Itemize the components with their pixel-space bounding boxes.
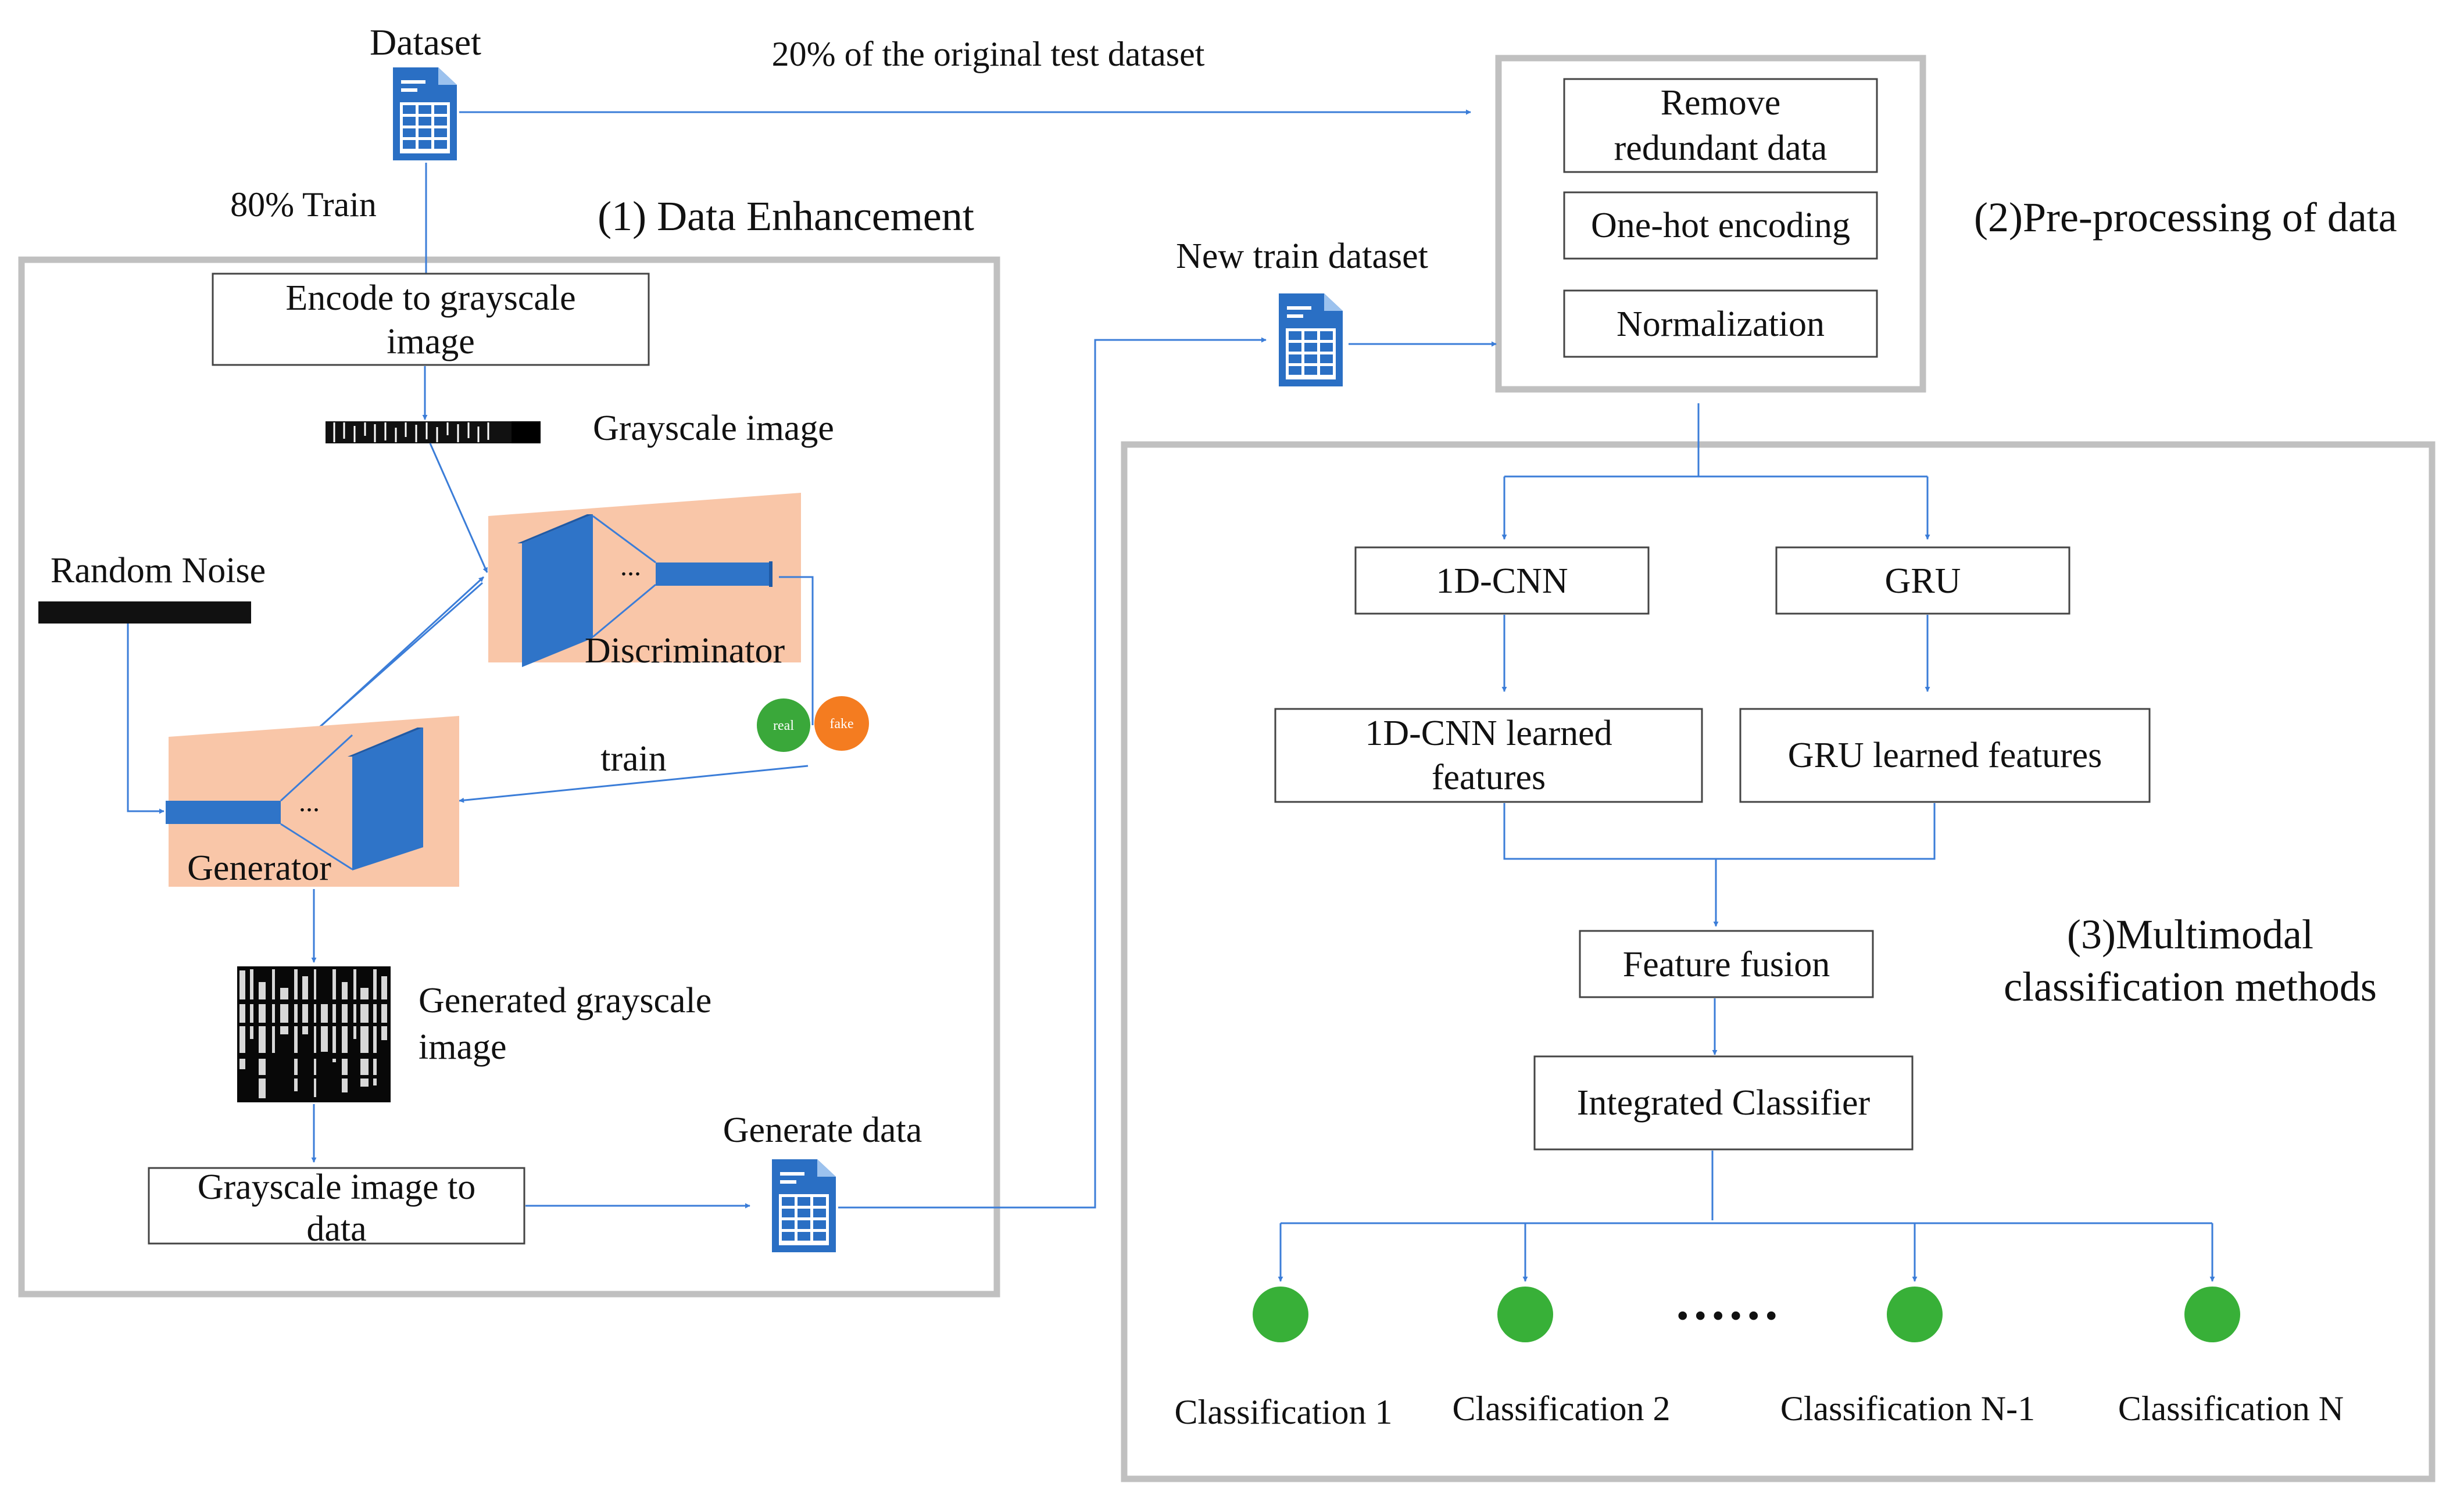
new-train-label: New train dataset [1176,237,1428,276]
class-node-1 [1253,1287,1308,1342]
preprocessing-frame [1495,55,1926,393]
gru-features-label: GRU learned features [1788,736,2102,775]
remove-redundant-box [1563,78,1878,173]
grayscale-to-data-label-line2: data [306,1209,366,1249]
train-split-label: 80% Train [230,185,377,224]
generator-layer-block [348,728,423,870]
data-enhancement-frame [18,256,1000,1298]
encode-box [212,273,650,366]
generated-label-line1: Generated grayscale [419,981,711,1020]
discriminator-to-generator-arrow [314,582,483,732]
gru-box [1775,546,2070,615]
classification-frame [1121,441,2436,1482]
discriminator-layer-block [517,514,593,667]
fake-node [814,696,869,751]
encode-label: Encode to grayscale [285,278,575,318]
class-node-n-1 [1887,1287,1943,1342]
class-node-2 [1497,1287,1553,1342]
discriminator-output-layer [656,562,771,586]
grayscale-image-label: Grayscale image [593,409,834,448]
new-train-table-icon [1279,293,1343,386]
train-feedback-arrow [459,765,809,803]
grayscale-strip-image [326,421,541,443]
gru-label: GRU [1885,561,1961,601]
noise-to-generator-arrow [127,624,164,814]
section1-title: (1) Data Enhancement [598,193,974,239]
generate-data-table-icon [772,1159,836,1252]
cnn-features-label: 1D-CNN learned [1365,714,1612,753]
normalization-box [1563,289,1878,358]
gray-to-discriminator-arrow [429,443,488,573]
cnn-label: 1D-CNN [1436,561,1568,601]
feature-fusion-box [1579,930,1874,998]
section3-title-line1: (3)Multimodal [2067,911,2313,958]
class-dots: ...... [1676,1273,1783,1331]
grayscale-to-data-label: Grayscale image to [198,1167,476,1207]
one-hot-label: One-hot encoding [1591,206,1850,245]
generator-label: Generator [187,848,331,888]
grayscale-to-data-box [148,1167,525,1245]
section3-title-line2: classification methods [2004,963,2377,1010]
generator-input-layer [166,801,281,824]
feature-fusion-label: Feature fusion [1623,945,1830,984]
normalization-label: Normalization [1617,304,1825,344]
random-noise-strip [38,601,251,624]
section2-title: (2)Pre-processing of data [1974,194,2397,241]
features-merge-line [1503,803,1936,860]
generated-label-line2: image [419,1027,507,1067]
fake-label: fake [829,716,853,732]
classification-label-n-1: Classification N-1 [1780,1389,2035,1428]
generate-data-label: Generate data [723,1110,922,1150]
class-node-n [2184,1287,2240,1342]
one-hot-box [1563,191,1878,260]
remove-label-line2: redundant data [1614,128,1828,168]
train-label: train [600,739,667,779]
dataset-table-icon [393,67,457,160]
integrated-classifier-label: Integrated Classifier [1577,1083,1871,1123]
cnn-box [1354,546,1650,615]
test-split-label: 20% of the original test dataset [772,35,1205,73]
generator-ellipsis: ... [299,787,320,818]
random-noise-label: Random Noise [51,551,266,590]
discriminator-label: Discriminator [585,631,785,671]
classification-label-n: Classification N [2118,1389,2344,1428]
discriminator-output-line [779,576,814,725]
cnn-features-box [1274,708,1703,803]
dataset-label: Dataset [370,22,481,63]
generate-to-new-train-arrow [838,337,1267,1209]
classification-label-1: Classification 1 [1175,1393,1393,1431]
gru-features-box [1739,708,2151,803]
classification-label-2: Classification 2 [1453,1389,1671,1428]
remove-label-line1: Remove [1661,83,1781,123]
cnn-features-label-line2: features [1432,758,1546,797]
generated-grayscale-image [237,966,391,1102]
integrated-classifier-box [1533,1055,1914,1151]
real-label: real [773,718,794,733]
encode-label-line2: image [387,322,475,361]
real-node [757,698,810,752]
discriminator-ellipsis: ... [620,551,641,582]
